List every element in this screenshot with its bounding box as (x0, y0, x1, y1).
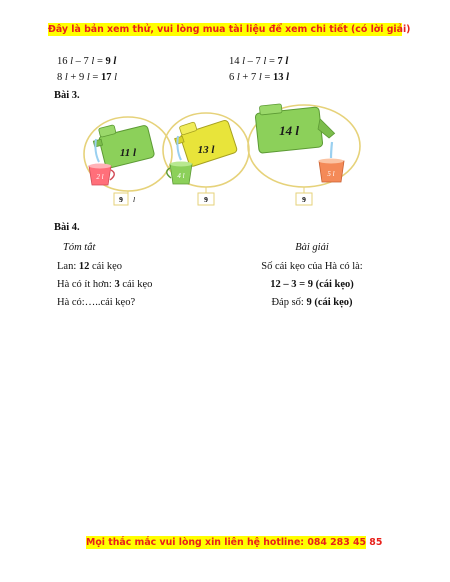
container-group-2: 13 l 4 l 9 (162, 112, 250, 206)
solution-line-2: 12 – 3 = 9 (cái kẹo) (270, 279, 354, 290)
svg-text:13 l: 13 l (198, 144, 216, 156)
answer-box-1 (113, 192, 129, 206)
summary-line-2: Hà có ít hơn: 3 cái kẹo (57, 279, 153, 290)
equation-2: 14 l – 7 l = 7 l (229, 56, 289, 67)
svg-text:5 l: 5 l (327, 170, 334, 178)
solution-line-1: Số cái kẹo của Hà có là: (261, 261, 363, 272)
container-group-3: 14 l 5 l 9 (247, 103, 361, 206)
container-group-1: 11 l 2 l 9 l (83, 116, 173, 206)
svg-text:4 l: 4 l (177, 172, 184, 180)
equation-3: 8 l + 9 l = 17 l (57, 72, 117, 83)
answer-box-3 (295, 192, 313, 206)
yellow-can-icon (180, 120, 238, 167)
summary-line-3: Hà có:…..cái kẹo? (57, 297, 136, 308)
bai4-title: Bài 4. (54, 222, 80, 233)
green-can-icon (98, 125, 155, 169)
svg-text:l: l (133, 195, 135, 204)
pouring-illustration: 11 l 2 l 9 l 13 l 4 l 9 (83, 103, 361, 206)
svg-text:9: 9 (302, 195, 306, 204)
solution-line-3: Đáp số: 9 (cái kẹo) (271, 297, 353, 308)
solution-title: Bài giải (295, 242, 329, 253)
preview-banner: Đây là bản xem thử, vui lòng mua tài liệ… (48, 23, 411, 36)
answer-box-2 (197, 192, 215, 206)
svg-text:9: 9 (119, 195, 123, 204)
bai3-title: Bài 3. (54, 90, 80, 101)
equation-4: 6 l + 7 l = 13 l (229, 72, 289, 83)
svg-text:9: 9 (204, 195, 208, 204)
summary-line-1: Lan: 12 cái kẹo (57, 261, 123, 272)
hotline-footer: Mọi thắc mắc vui lòng xin liên hệ hotlin… (86, 536, 383, 549)
svg-text:11 l: 11 l (120, 147, 137, 159)
summary-title: Tóm tắt (63, 242, 96, 253)
equation-1: 16 l – 7 l = 9 l (57, 56, 117, 67)
svg-text:2 l: 2 l (96, 173, 103, 181)
svg-text:14 l: 14 l (279, 123, 299, 138)
